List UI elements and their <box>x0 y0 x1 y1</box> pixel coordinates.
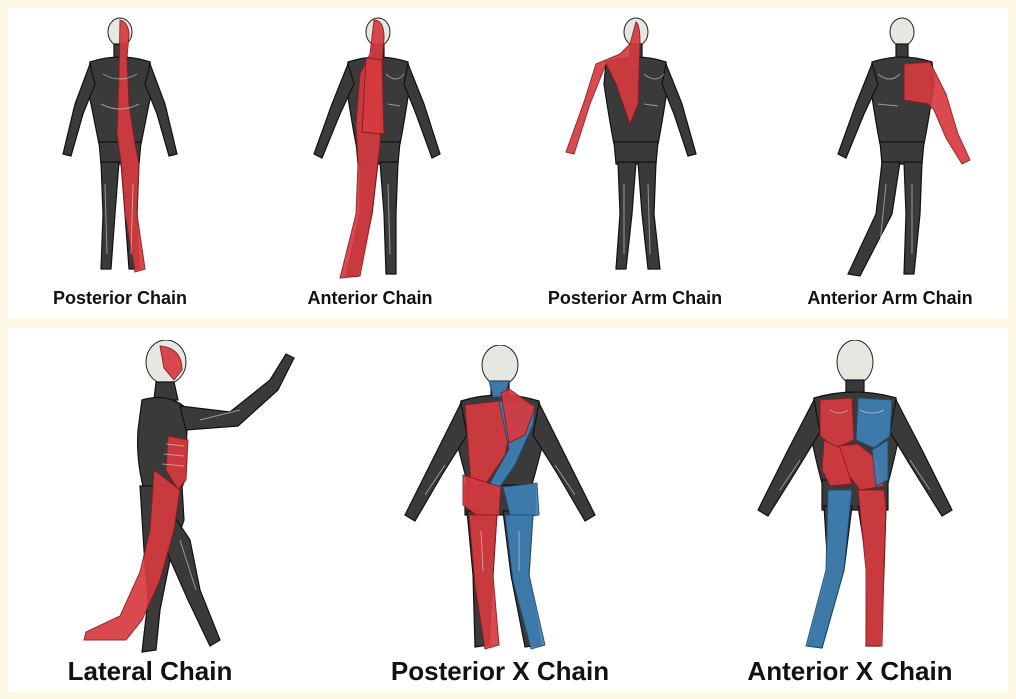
posterior-x-chain-label: Posterior X Chain <box>360 656 640 687</box>
anterior-arm-chain-figure <box>830 14 980 280</box>
anterior-x-chain-label: Anterior X Chain <box>710 656 990 687</box>
anterior-chain-figure <box>300 14 450 280</box>
anterior-arm-chain-label: Anterior Arm Chain <box>790 288 990 309</box>
lateral-chain-figure <box>70 340 300 665</box>
posterior-arm-chain-figure <box>560 14 710 276</box>
posterior-x-chain-figure <box>385 345 615 655</box>
posterior-chain-label: Posterior Chain <box>30 288 210 309</box>
posterior-arm-chain-label: Posterior Arm Chain <box>530 288 740 309</box>
anterior-x-chain-figure <box>740 340 970 658</box>
lateral-chain-label: Lateral Chain <box>40 656 260 687</box>
anterior-chain-label: Anterior Chain <box>280 288 460 309</box>
posterior-chain-figure <box>45 14 195 276</box>
